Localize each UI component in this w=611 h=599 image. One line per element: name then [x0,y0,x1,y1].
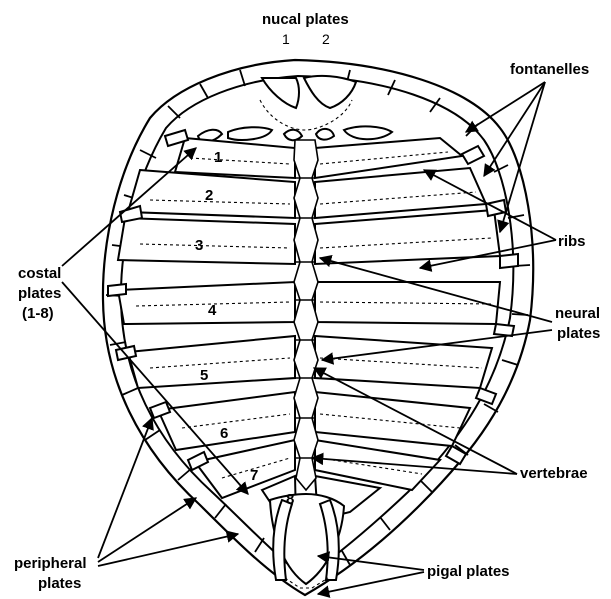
neural-plates-label-1: neural [555,305,600,322]
neural-plates-label-2: plates [557,325,600,342]
costal-number-3: 3 [195,237,203,254]
costal-number-5: 5 [200,367,208,384]
costal-number-7: 7 [250,467,258,484]
costal-number-2: 2 [205,187,213,204]
pigal-plates-label: pigal plates [427,563,510,580]
nucal-plates-label: nucal plates [262,11,349,28]
nucal-plate-2-label: 2 [322,31,330,47]
costal-number-8: 8 [286,491,294,508]
neural-column [294,140,318,490]
costal-plates-label-3: (1-8) [22,305,54,322]
nucal-plate-1-label: 1 [282,31,290,47]
costal-number-4: 4 [208,302,217,319]
peripheral-plates-label-2: plates [38,575,81,592]
costal-number-6: 6 [220,425,228,442]
ribs-label: ribs [558,233,586,250]
costal-plates-label-2: plates [18,285,61,302]
peripheral-plates-label-1: peripheral [14,555,87,572]
fontanelles-label: fontanelles [510,61,589,78]
costal-plates-label-1: costal [18,265,61,282]
vertebrae-label: vertebrae [520,465,588,482]
costal-number-1: 1 [214,149,222,166]
